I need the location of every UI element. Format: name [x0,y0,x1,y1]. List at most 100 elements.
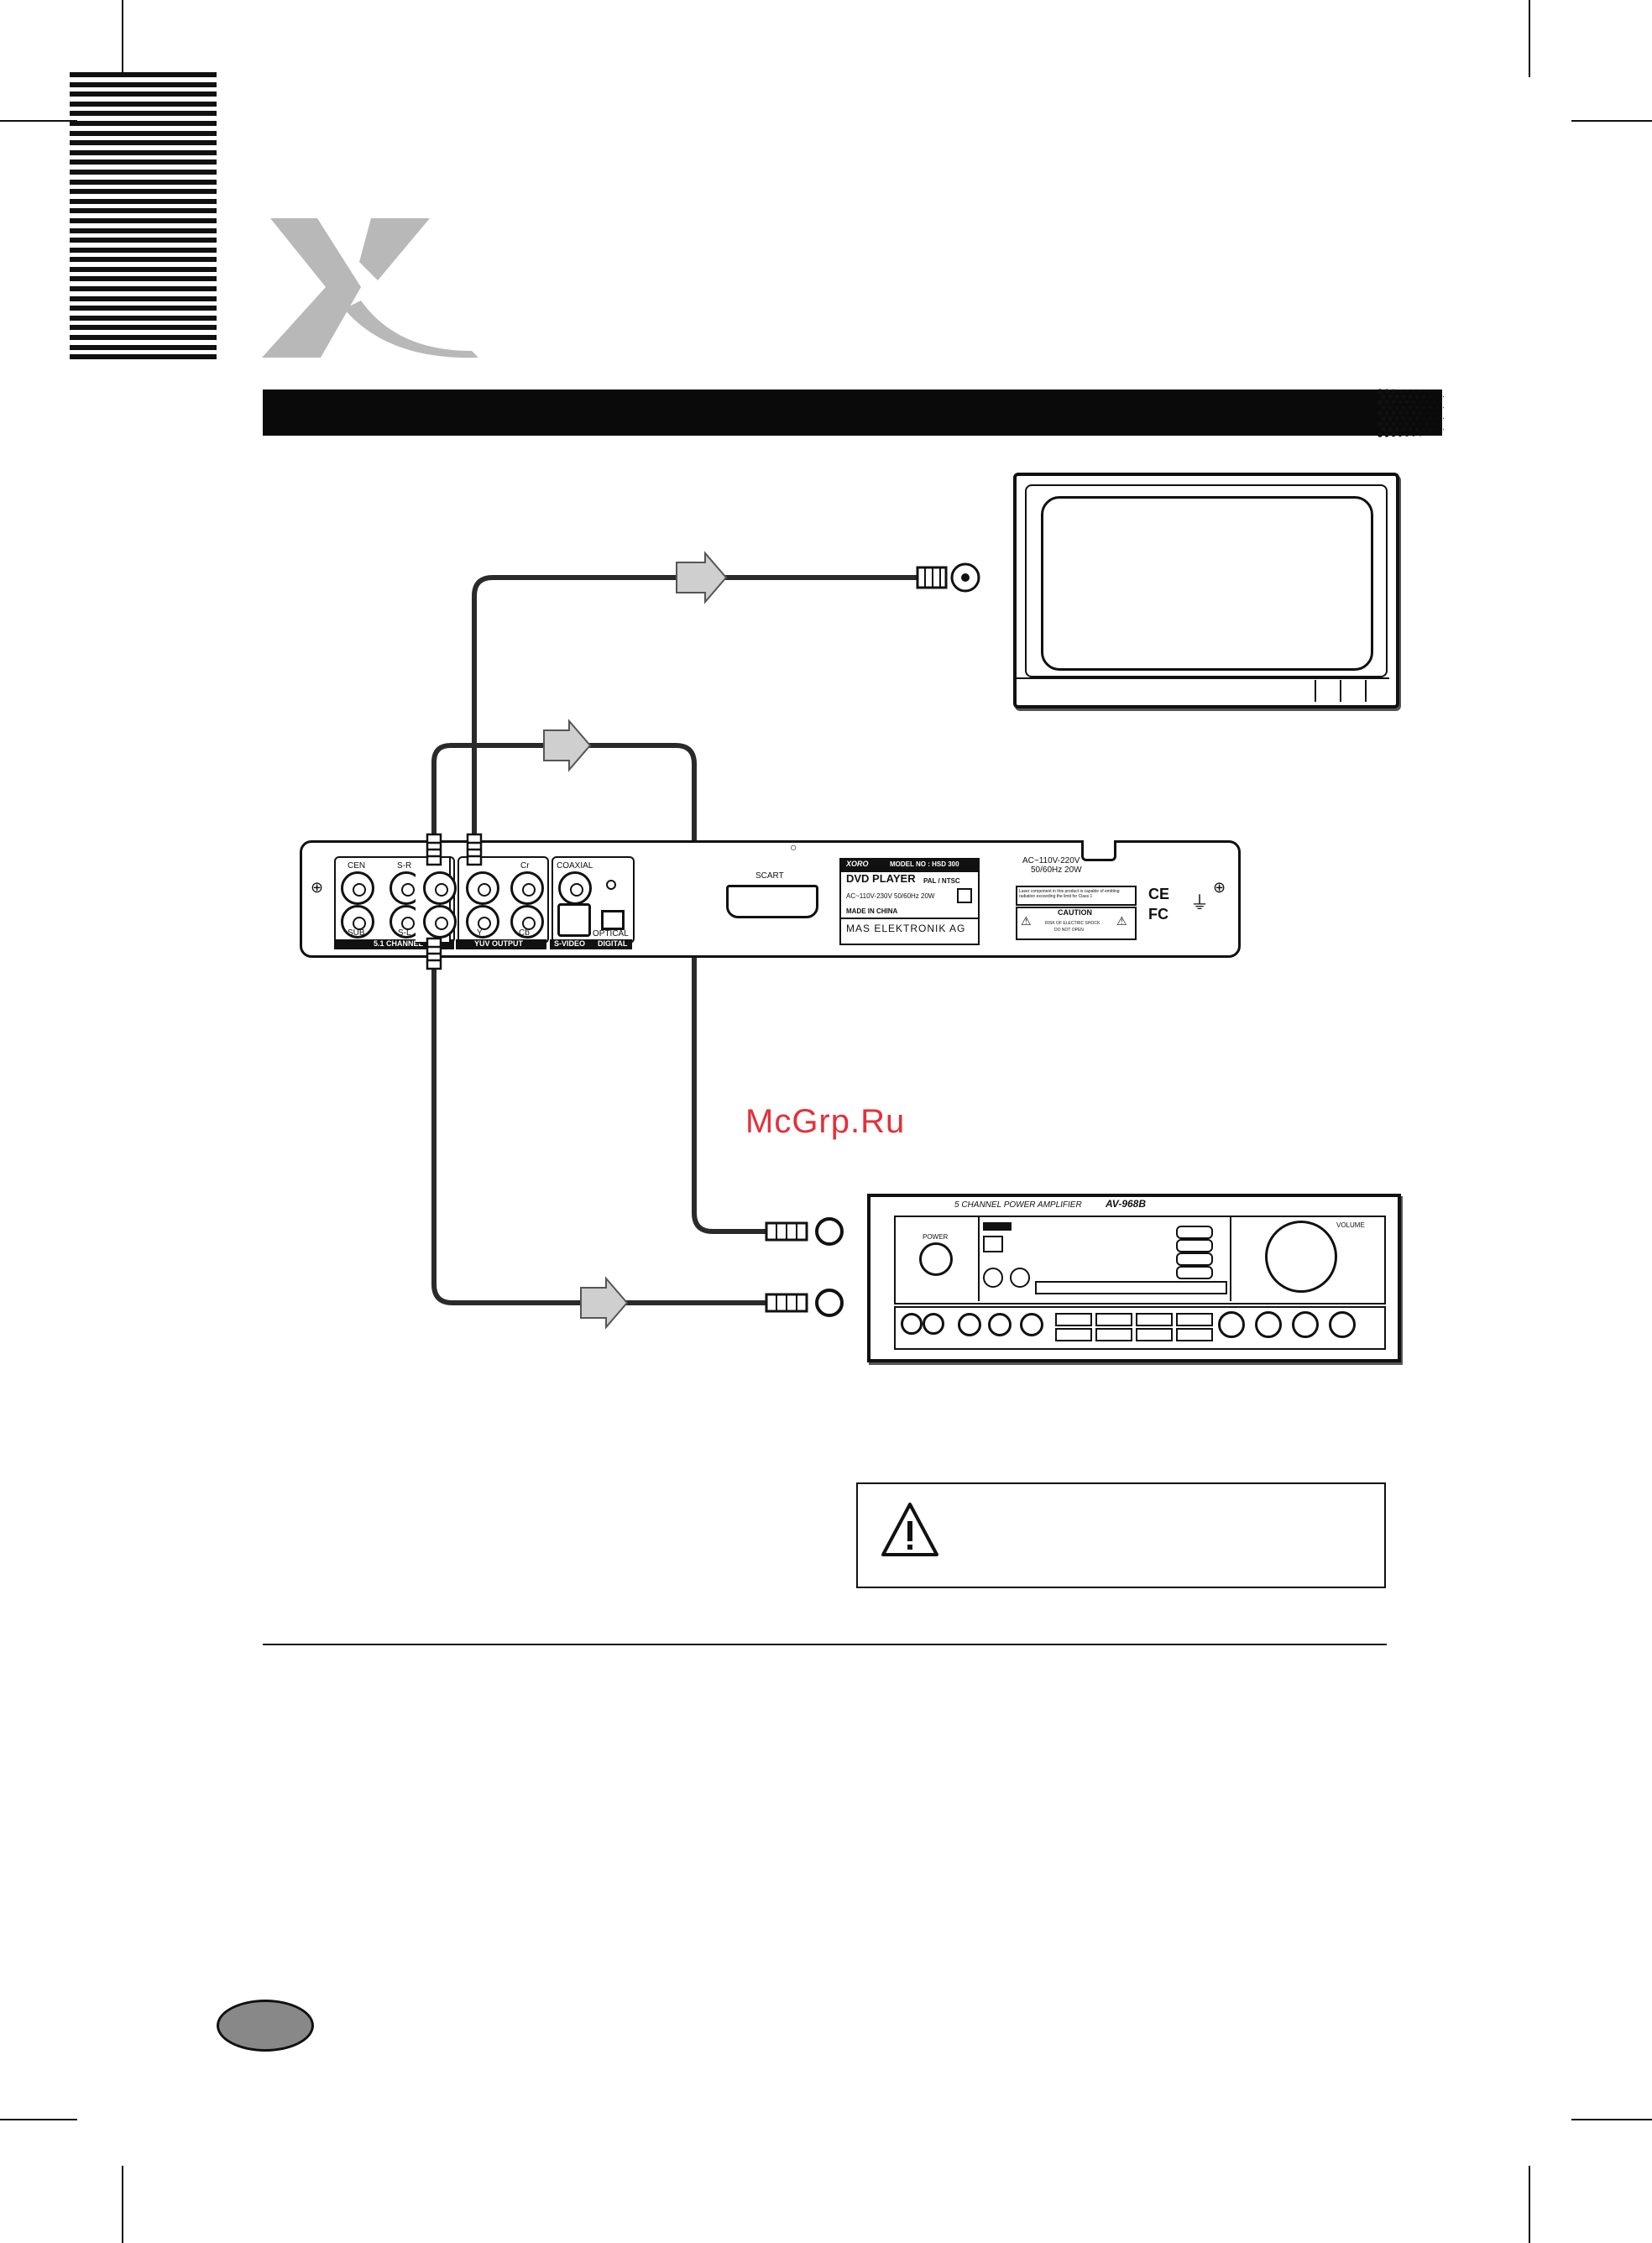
halftone-dot [1388,394,1393,400]
amp-knob[interactable] [1020,1313,1043,1336]
halftone-dot [1381,394,1386,400]
halftone-dot [1415,416,1419,421]
halftone-dot [1378,389,1383,394]
amp-key[interactable] [1176,1239,1213,1252]
halftone-dot [1429,395,1432,398]
jack-cr[interactable] [510,871,544,905]
amp-power-knob[interactable] [919,1242,953,1276]
amp-knob[interactable] [988,1313,1012,1336]
page-number-oval [217,2000,314,2052]
halftone-dot [1378,400,1383,405]
amp-knob[interactable] [1255,1311,1282,1338]
halftone-dot [1388,426,1393,432]
amp-volume-knob[interactable] [1265,1221,1337,1293]
amp-key[interactable] [1176,1266,1213,1279]
label-scart: SCART [755,871,784,881]
amp-knob[interactable] [923,1313,944,1335]
halftone-dot [1432,411,1435,415]
amp-key[interactable] [1095,1328,1132,1341]
halftone-dot [1388,416,1393,421]
amp-knob[interactable] [958,1313,981,1336]
halftone-dot [1401,405,1406,410]
halftone-dot [1443,395,1444,398]
amp-key[interactable] [1136,1313,1173,1326]
amp-key[interactable] [1095,1313,1132,1326]
halftone-dot [1384,421,1389,426]
amp-key[interactable] [1136,1328,1173,1341]
halftone-dot [1419,390,1422,393]
halftone-dot [1409,395,1412,399]
halftone-dot [1381,426,1386,432]
amp-key[interactable] [1176,1252,1213,1266]
amp-key[interactable] [1176,1226,1213,1239]
halftone-dot [1378,410,1383,416]
crop-mark [1571,120,1652,122]
halftone-dot [1398,400,1403,405]
halftone-dot [1394,395,1399,399]
amp-key[interactable] [1176,1328,1213,1341]
amp-knob[interactable] [1329,1311,1356,1338]
plate-brand: XORO [846,860,869,868]
halftone-dot [1425,433,1429,437]
halftone-dot [1384,400,1389,405]
caution-line1: RISK OF ELECTRIC SHOCK [1045,921,1100,926]
warning-box [856,1482,1386,1588]
fcc-mark: FC [1148,906,1168,923]
halftone-dot [1432,390,1435,393]
halftone-dot [1443,417,1444,420]
halftone-dot [1422,428,1425,431]
indicator-icon: ○ [790,840,797,854]
halftone-dot [1398,389,1403,394]
halftone-dot [1398,410,1403,416]
ac-rating-line1: AC~110V-220V [1022,856,1080,865]
scart-port[interactable] [726,885,818,918]
jack-sub[interactable] [341,905,374,939]
amp-knob[interactable] [1218,1311,1245,1338]
amp-knob[interactable] [901,1313,923,1335]
halftone-dot [1425,390,1429,393]
amp-key[interactable] [1055,1328,1092,1341]
halftone-dot [1432,400,1435,404]
jack-cen[interactable] [341,871,374,905]
halftone-dot [1409,427,1412,431]
halftone-dot [1422,406,1425,409]
jack-fr[interactable] [423,905,457,939]
halftone-dot [1381,416,1386,421]
svideo-port[interactable] [557,903,591,937]
jack-cb[interactable] [510,905,544,939]
tv-coax-plug [916,562,980,593]
halftone-dot [1440,423,1441,425]
halftone-dot [1429,406,1432,409]
halftone-dot [1432,433,1435,437]
optical-port[interactable] [601,910,625,930]
amp-key[interactable] [1055,1313,1092,1326]
amplifier: 5 CHANNEL POWER AMPLIFIER AV-968B POWER … [867,1194,1401,1362]
jack-video[interactable] [466,871,499,905]
tv-screen [1041,496,1373,671]
caution-label [1016,907,1137,940]
halftone-dot [1412,411,1415,415]
jack-fl[interactable] [423,871,457,905]
amp-key[interactable] [1176,1313,1213,1326]
halftone-dot [1425,411,1429,415]
crop-mark [122,2166,123,2243]
watermark: McGrp.Ru [745,1103,906,1140]
jack-coaxial[interactable] [558,871,592,905]
label-digital: DIGITAL [598,939,628,948]
plate-model: MODEL NO : HSD 300 [890,860,959,868]
halftone-dot [1384,389,1389,394]
ac-rating-line2: 50/60Hz 20W [1031,865,1082,875]
halftone-dot [1419,400,1422,404]
halftone-dot [1440,412,1441,414]
halftone-dot [1443,406,1444,409]
caution-title: CAUTION [1058,908,1092,917]
halftone-dot [1412,400,1415,404]
jack-y[interactable] [466,905,499,939]
amp-knob[interactable] [1292,1311,1319,1338]
amp-volume-label: VOLUME [1336,1221,1365,1229]
halftone-dot [1435,417,1439,420]
laser-notice: Laser component in this product is capab… [1016,886,1137,906]
footer-rule [263,1644,1387,1645]
label-51-channel: 5.1 CHANNEL [374,939,424,948]
